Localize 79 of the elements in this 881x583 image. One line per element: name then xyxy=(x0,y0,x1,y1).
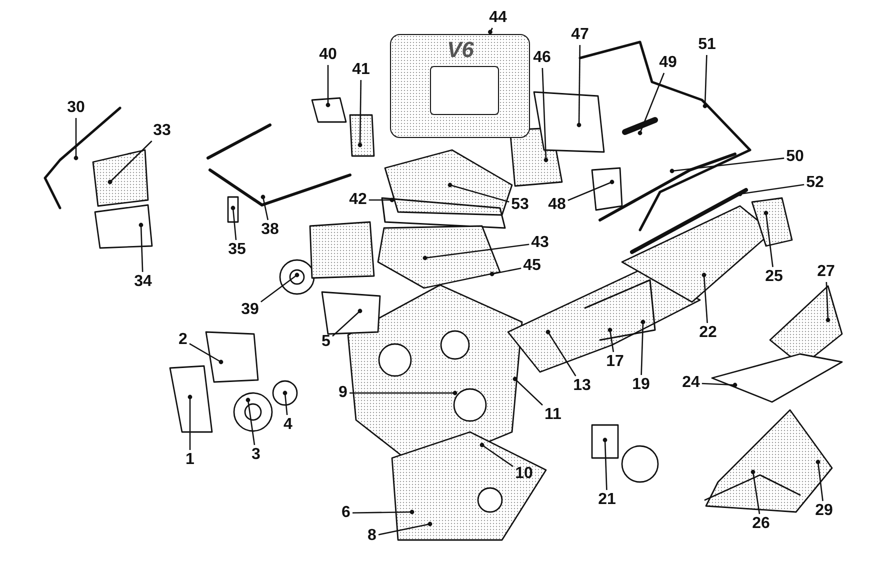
leader-line xyxy=(576,45,582,128)
leader-line xyxy=(260,272,300,302)
callout-number: 2 xyxy=(178,332,188,348)
leader-line xyxy=(702,54,708,108)
callout-number: 46 xyxy=(533,50,551,66)
callout-number: 49 xyxy=(659,55,677,71)
callout-number: 40 xyxy=(319,47,337,63)
callout-number: 44 xyxy=(489,10,507,26)
leader-line xyxy=(480,442,514,468)
callout-number: 22 xyxy=(699,325,717,341)
callout-number: 47 xyxy=(571,27,589,43)
callout-number: 29 xyxy=(815,503,833,519)
leader-line xyxy=(638,72,665,136)
callout-number: 38 xyxy=(261,222,279,238)
leader-line xyxy=(422,244,530,260)
callout-number: 6 xyxy=(342,505,350,521)
callout-number: 19 xyxy=(632,377,650,393)
callout-number: 52 xyxy=(806,175,824,191)
callout-number: 5 xyxy=(322,334,330,350)
leader-line xyxy=(488,28,493,34)
callout-number: 42 xyxy=(349,192,367,208)
callout-number: 3 xyxy=(252,447,260,463)
leader-line xyxy=(512,376,543,406)
leader-line xyxy=(74,118,78,160)
leader-line xyxy=(108,140,152,184)
leader-line xyxy=(358,80,362,148)
leader-line xyxy=(490,268,522,276)
callout-number: 1 xyxy=(186,452,194,468)
leader-line xyxy=(368,198,394,202)
callout-number: 43 xyxy=(531,235,549,251)
callout-number: 39 xyxy=(241,302,259,318)
callout-number: 41 xyxy=(352,62,370,78)
leader-line xyxy=(568,180,614,201)
leader-line xyxy=(608,328,614,352)
leader-line xyxy=(702,382,738,388)
callout-number: 17 xyxy=(606,354,624,370)
leader-line xyxy=(670,158,784,174)
callout-number: 26 xyxy=(752,516,770,532)
callout-number: 53 xyxy=(511,197,529,213)
leader-line xyxy=(764,210,774,268)
callout-number: 35 xyxy=(228,242,246,258)
callout-number: 4 xyxy=(284,417,292,433)
leader-line xyxy=(352,510,414,514)
leader-line xyxy=(816,460,824,502)
leader-line xyxy=(326,65,330,108)
callout-number: 13 xyxy=(573,378,591,394)
callout-number: 34 xyxy=(134,274,152,290)
callout-number: 33 xyxy=(153,123,171,139)
callout-number: 9 xyxy=(338,385,348,401)
engine-cover-drawing xyxy=(390,34,530,138)
callout-number: 30 xyxy=(67,100,85,116)
leader-line xyxy=(188,394,192,450)
callout-number: 27 xyxy=(817,264,835,280)
leader-line xyxy=(260,194,269,220)
leader-line xyxy=(702,272,708,324)
leader-line xyxy=(640,320,646,376)
leader-line xyxy=(378,522,432,536)
leader-line xyxy=(542,68,548,162)
callout-number: 8 xyxy=(368,528,376,544)
callout-number: 50 xyxy=(786,149,804,165)
leader-line xyxy=(189,343,224,364)
callout-number: 24 xyxy=(682,375,700,391)
engine-marking: V6 xyxy=(447,39,474,61)
leader-line xyxy=(350,390,458,396)
callout-number: 10 xyxy=(515,466,533,482)
callout-number: 25 xyxy=(765,269,783,285)
leader-line xyxy=(230,206,237,240)
leader-line xyxy=(546,330,576,376)
leader-line xyxy=(602,438,608,490)
leader-line xyxy=(282,390,288,416)
leader-line xyxy=(738,184,804,196)
callout-number: 45 xyxy=(523,258,541,274)
leader-line xyxy=(750,470,760,514)
leader-line xyxy=(332,308,362,337)
callout-number: 11 xyxy=(544,407,562,423)
callout-number: 51 xyxy=(698,37,716,53)
callout-number: 48 xyxy=(548,197,566,213)
leader-line xyxy=(138,222,144,272)
callout-number: 21 xyxy=(598,492,616,508)
